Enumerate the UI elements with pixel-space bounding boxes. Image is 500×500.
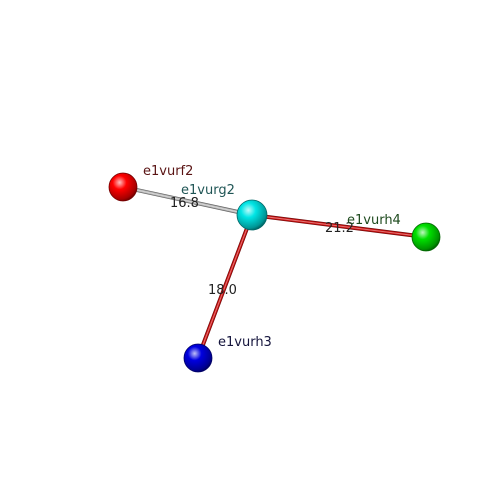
edge-e1vurg2-e1vurh4: [250, 213, 428, 239]
edge-highlight: [197, 214, 253, 359]
edge-highlight: [122, 186, 253, 216]
edge-highlight: [251, 214, 427, 238]
edge-length-label: 21.2: [325, 221, 354, 236]
edge-e1vurg2-e1vurh3: [196, 213, 254, 360]
edges-layer: [121, 185, 428, 360]
edge-length-label: 18.0: [208, 283, 237, 298]
labels-layer: 16.8 18.0 21.2 e1vurf2 e1vurg2 e1vurh3 e1vurh4: [143, 164, 401, 350]
node-e1vurh4: [411, 222, 441, 252]
node-label-e1vurh3: e1vurh3: [218, 335, 272, 350]
node-label-e1vurh4: e1vurh4: [347, 213, 401, 228]
node-e1vurg2: [236, 199, 268, 231]
edge-e1vurf2-e1vurg2: [121, 185, 254, 217]
nodes-layer: [108, 172, 441, 373]
edge-length-label: 16.8: [170, 196, 199, 211]
node-e1vurh3: [183, 343, 213, 373]
node-label-e1vurg2: e1vurg2: [181, 183, 235, 198]
node-label-e1vurf2: e1vurf2: [143, 164, 193, 179]
node-e1vurf2: [108, 172, 138, 202]
